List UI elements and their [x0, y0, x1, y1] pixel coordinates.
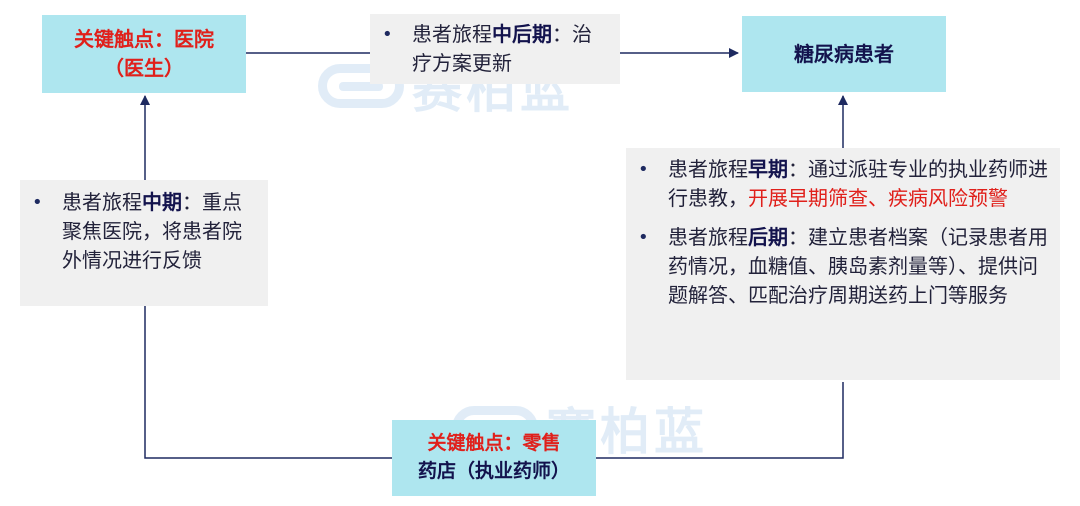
note-item-late: • 患者旅程后期：建立患者档案（记录患者用药情况，血糖值、胰岛素剂量等）、提供问… — [626, 223, 1050, 310]
note-highlight: 开展早期筛查、疾病风险预警 — [748, 186, 1008, 210]
note-text: ：通过派驻专业的执业药师进行患教， — [668, 157, 1048, 210]
note-early-late-stage: • 患者旅程早期：通过派驻专业的执业药师进行患教，开展早期筛查、疾病风险预警 •… — [626, 148, 1060, 380]
note-stage: 后期 — [748, 225, 788, 249]
note-stage: 中期 — [142, 190, 182, 214]
bullet-icon: • — [32, 192, 43, 213]
node-patient-label: 糖尿病患者 — [794, 41, 894, 66]
node-patient: 糖尿病患者 — [742, 16, 946, 92]
note-text: ：治疗方案更新 — [412, 22, 592, 75]
node-pharmacy-line1: 关键触点：零售 — [427, 432, 561, 455]
node-pharmacy: 关键触点：零售 药店（执业药师） — [392, 420, 596, 496]
note-item-early: • 患者旅程早期：通过派驻专业的执业药师进行患教，开展早期筛查、疾病风险预警 — [626, 155, 1050, 213]
note-item: • 患者旅程中后期：治疗方案更新 — [370, 20, 610, 78]
note-text: ：建立患者档案（记录患者用药情况，血糖值、胰岛素剂量等）、提供问题解答、匹配治疗… — [668, 225, 1048, 307]
node-hospital-line1: 关键触点：医院 — [74, 27, 214, 51]
bullet-icon: • — [638, 159, 649, 180]
bullet-icon: • — [382, 24, 393, 45]
note-late-mid-stage: • 患者旅程中后期：治疗方案更新 — [370, 14, 620, 84]
node-pharmacy-line2: 药店（执业药师） — [417, 460, 570, 482]
connector-pharmacy-to-right — [596, 382, 844, 459]
note-prefix: 患者旅程 — [412, 22, 492, 46]
note-mid-stage: • 患者旅程中期：重点聚焦医院，将患者院外情况进行反馈 — [20, 180, 268, 306]
note-item: • 患者旅程中期：重点聚焦医院，将患者院外情况进行反馈 — [20, 188, 258, 275]
connector-pharmacy-to-left — [144, 306, 392, 459]
note-text: ：重点聚焦医院，将患者院外情况进行反馈 — [62, 190, 242, 272]
note-prefix: 患者旅程 — [62, 190, 142, 214]
node-hospital: 关键触点：医院 （医生） — [42, 15, 246, 93]
node-hospital-line2: （医生） — [104, 56, 184, 80]
note-prefix: 患者旅程 — [668, 225, 748, 249]
note-stage: 中后期 — [492, 22, 552, 46]
note-prefix: 患者旅程 — [668, 157, 748, 181]
note-stage: 早期 — [748, 157, 788, 181]
bullet-icon: • — [638, 227, 649, 248]
